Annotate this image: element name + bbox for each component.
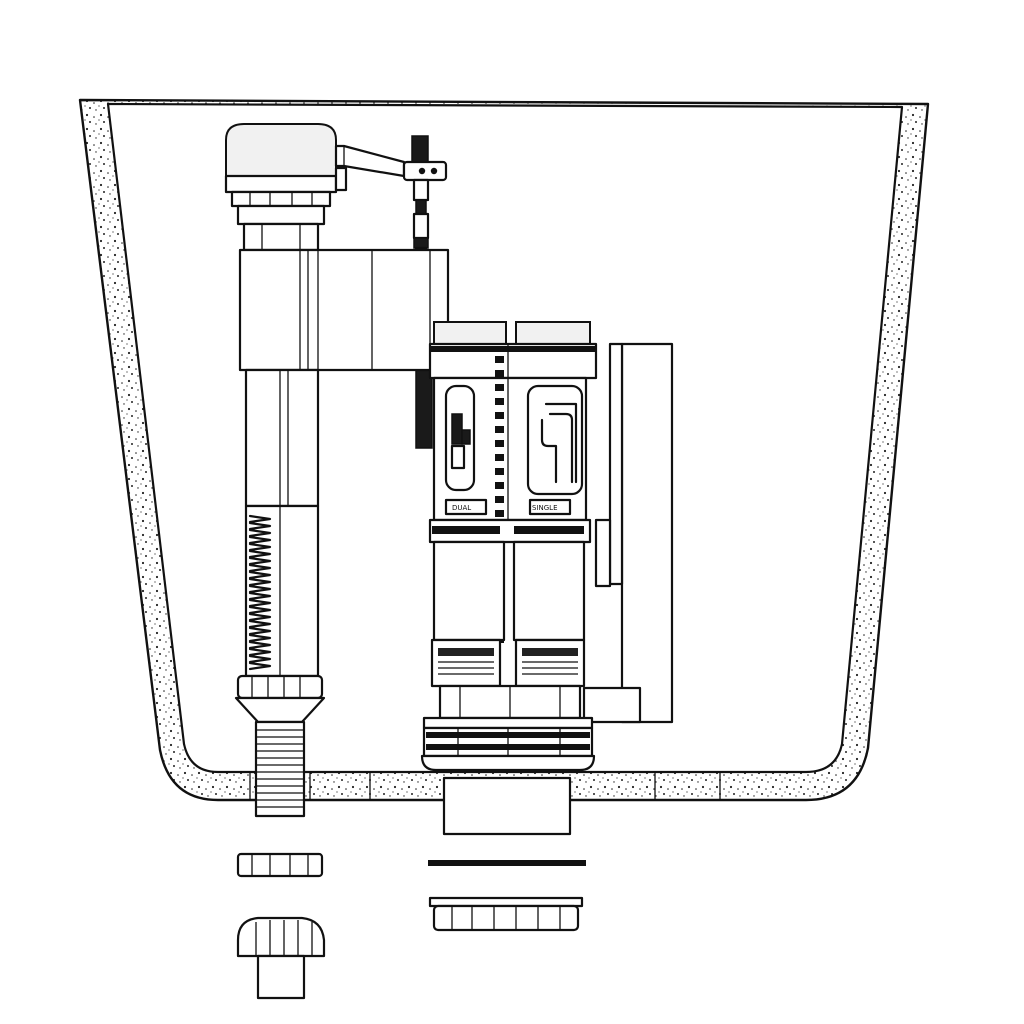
adjustment-spring (248, 512, 272, 672)
spring-coil (248, 535, 272, 545)
float-arm (334, 135, 448, 449)
fill-valve-backnut (236, 852, 324, 878)
float-cup (238, 248, 450, 372)
right-valve-tag: SINGLE (532, 504, 558, 512)
spring-coil (248, 577, 272, 587)
spring-coil (248, 584, 272, 594)
flush-valve-washer (428, 860, 586, 866)
spring-coil (248, 640, 272, 650)
chain-link (495, 440, 504, 447)
fill-valve (224, 123, 450, 818)
spring-coil (248, 661, 272, 671)
spring-coil (248, 619, 272, 629)
fill-valve-connector (236, 916, 326, 1000)
flush-valve: DUAL SINGLE (420, 321, 674, 836)
chain-link (495, 482, 504, 489)
spring-coil (248, 605, 272, 615)
chain-link (495, 370, 504, 377)
chain-link (495, 496, 504, 503)
spring-coil (248, 542, 272, 552)
spring-coil (248, 626, 272, 636)
flush-buttons (428, 321, 598, 380)
chain-link (495, 454, 504, 461)
chain-link (495, 398, 504, 405)
spring-coil (248, 570, 272, 580)
chain-link (495, 356, 504, 363)
spring-coil (248, 598, 272, 608)
flush-valve-backnut (428, 896, 584, 932)
chain-link (495, 412, 504, 419)
spring-coil (248, 654, 272, 664)
left-valve-tag: DUAL (452, 504, 471, 512)
fill-valve-shank (234, 368, 326, 818)
spring-coil (248, 612, 272, 622)
dual-flush-mechanism: DUAL SINGLE (432, 376, 588, 522)
overflow-tube (594, 342, 674, 724)
chain-link (495, 510, 504, 517)
spring-coil (248, 528, 272, 538)
spring-coil (248, 563, 272, 573)
spring-coil (248, 591, 272, 601)
spring-coil (248, 647, 272, 657)
chain-link (495, 426, 504, 433)
flush-valve-cage (420, 518, 642, 836)
spring-coil (248, 633, 272, 643)
spring-coil (248, 549, 272, 559)
chain-link (495, 468, 504, 475)
spring-coil (248, 521, 272, 531)
spring-coil (248, 514, 272, 524)
spring-coil (248, 556, 272, 566)
fill-valve-head (224, 123, 338, 252)
chain-link (495, 384, 504, 391)
